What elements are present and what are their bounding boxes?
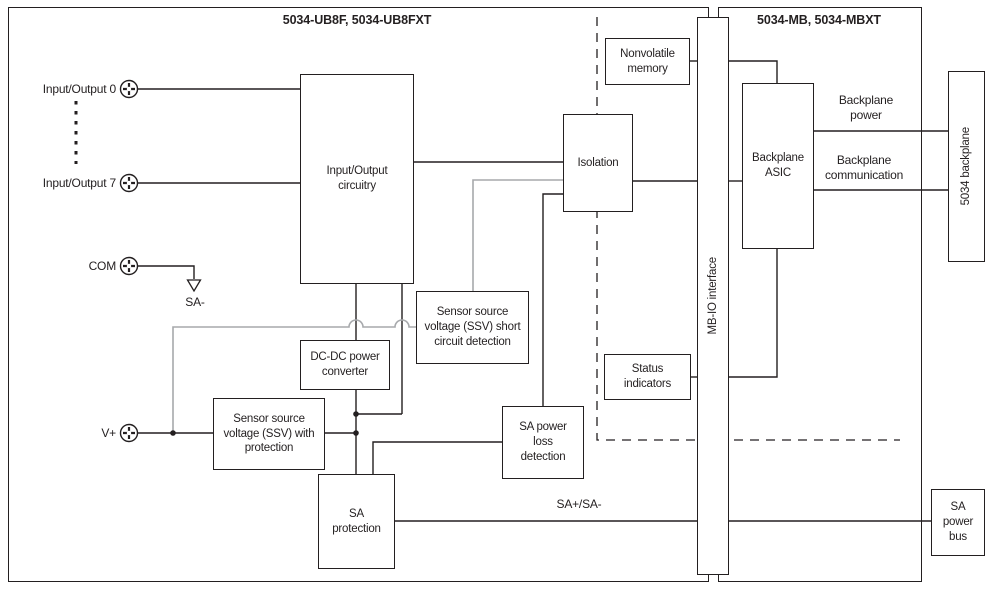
block-ssv-short-circuit-detection: Sensor source voltage (SSV) short circui… (416, 291, 529, 364)
screw-terminal-icons (119, 79, 139, 443)
sa-minus-arrow-icon (186, 279, 202, 293)
block-backplane-asic: Backplane ASIC (742, 83, 814, 249)
block-io-circuitry: Input/Output circuitry (300, 74, 414, 284)
mb-io-interface-label: MB-IO interface (706, 257, 719, 335)
terminal-label-io0: Input/Output 0 (42, 82, 116, 96)
block-isolation: Isolation (563, 114, 633, 212)
screw-terminal-io0-icon (119, 79, 139, 99)
left-section-title: 5034-UB8F, 5034-UB8FXT (282, 13, 432, 27)
screw-terminal-io7-icon (119, 173, 139, 193)
terminal-label-vplus: V+ (101, 426, 116, 440)
label-sa-bus: SA+/SA- (556, 497, 602, 511)
block-5034-backplane: 5034 backplane (948, 71, 985, 262)
junction-dots (170, 411, 359, 436)
section-divider-dashed-line (596, 17, 900, 441)
backplane-label: 5034 backplane (960, 127, 973, 206)
block-ssv-with-protection: Sensor source voltage (SSV) with protect… (213, 398, 325, 470)
label-sa-minus: SA- (185, 295, 205, 309)
terminal-label-io7: Input/Output 7 (42, 176, 116, 190)
block-mb-io-interface: MB-IO interface (697, 17, 729, 575)
block-status-indicators: Status indicators (604, 354, 691, 400)
block-nonvolatile-memory: Nonvolatile memory (605, 38, 690, 85)
label-backplane-power: Backplane power (838, 93, 894, 122)
screw-terminal-vplus-icon (119, 423, 139, 443)
terminal-label-com: COM (88, 259, 117, 273)
block-dc-dc-converter: DC-DC power converter (300, 340, 390, 390)
block-sa-power-bus: SA power bus (931, 489, 985, 556)
gray-ssv-wires (172, 179, 563, 433)
block-sa-protection: SA protection (318, 474, 395, 569)
screw-terminal-com-icon (119, 256, 139, 276)
black-wires (138, 60, 948, 522)
right-section-title: 5034-MB, 5034-MBXT (757, 13, 881, 27)
block-sa-power-loss-detection: SA power loss detection (502, 406, 584, 479)
label-backplane-communication: Backplane communication (824, 153, 904, 182)
